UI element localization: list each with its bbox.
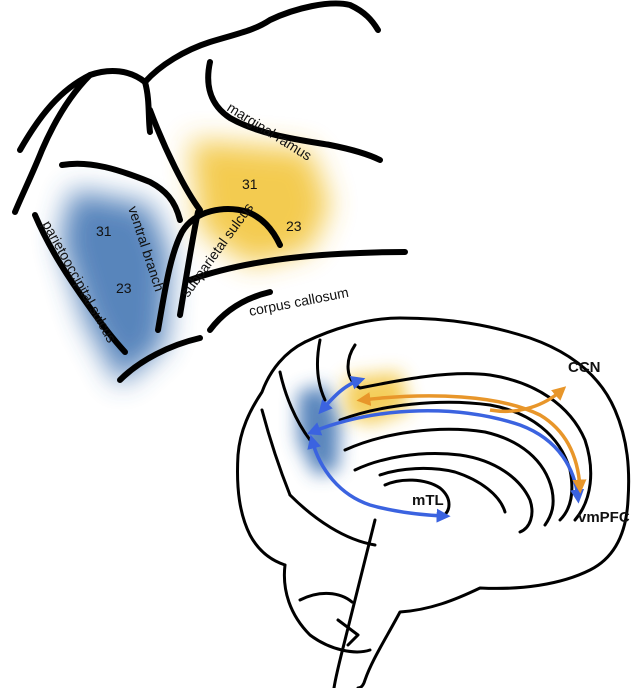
cerebellum-inner — [300, 593, 352, 602]
precuneus-divider-sulcus — [145, 82, 150, 132]
area-31-yellow-label: 31 — [242, 176, 258, 192]
top-outline-sulcus — [20, 3, 378, 150]
mtl-label: mTL — [412, 492, 444, 509]
ccn-label: CCN — [568, 359, 601, 376]
occipital-sulcus-2 — [262, 410, 290, 495]
cerebellum-outline — [284, 565, 370, 652]
area-23-blue-label: 23 — [116, 280, 132, 296]
vmpfc-label: vmPFC — [578, 509, 630, 526]
brain-panel: CCN mTL vmPFC — [238, 318, 630, 688]
corpus-callosum-label: corpus callosum — [248, 284, 350, 319]
area-31-blue-label: 31 — [96, 223, 112, 239]
inset-panel: marginal ramus ventral branch subparieta… — [15, 3, 405, 385]
area-23-yellow-label: 23 — [286, 218, 302, 234]
cingulate-sulcus-outer — [348, 345, 591, 520]
occipital-outline — [238, 342, 306, 565]
corpus-callosum-line — [190, 252, 405, 280]
